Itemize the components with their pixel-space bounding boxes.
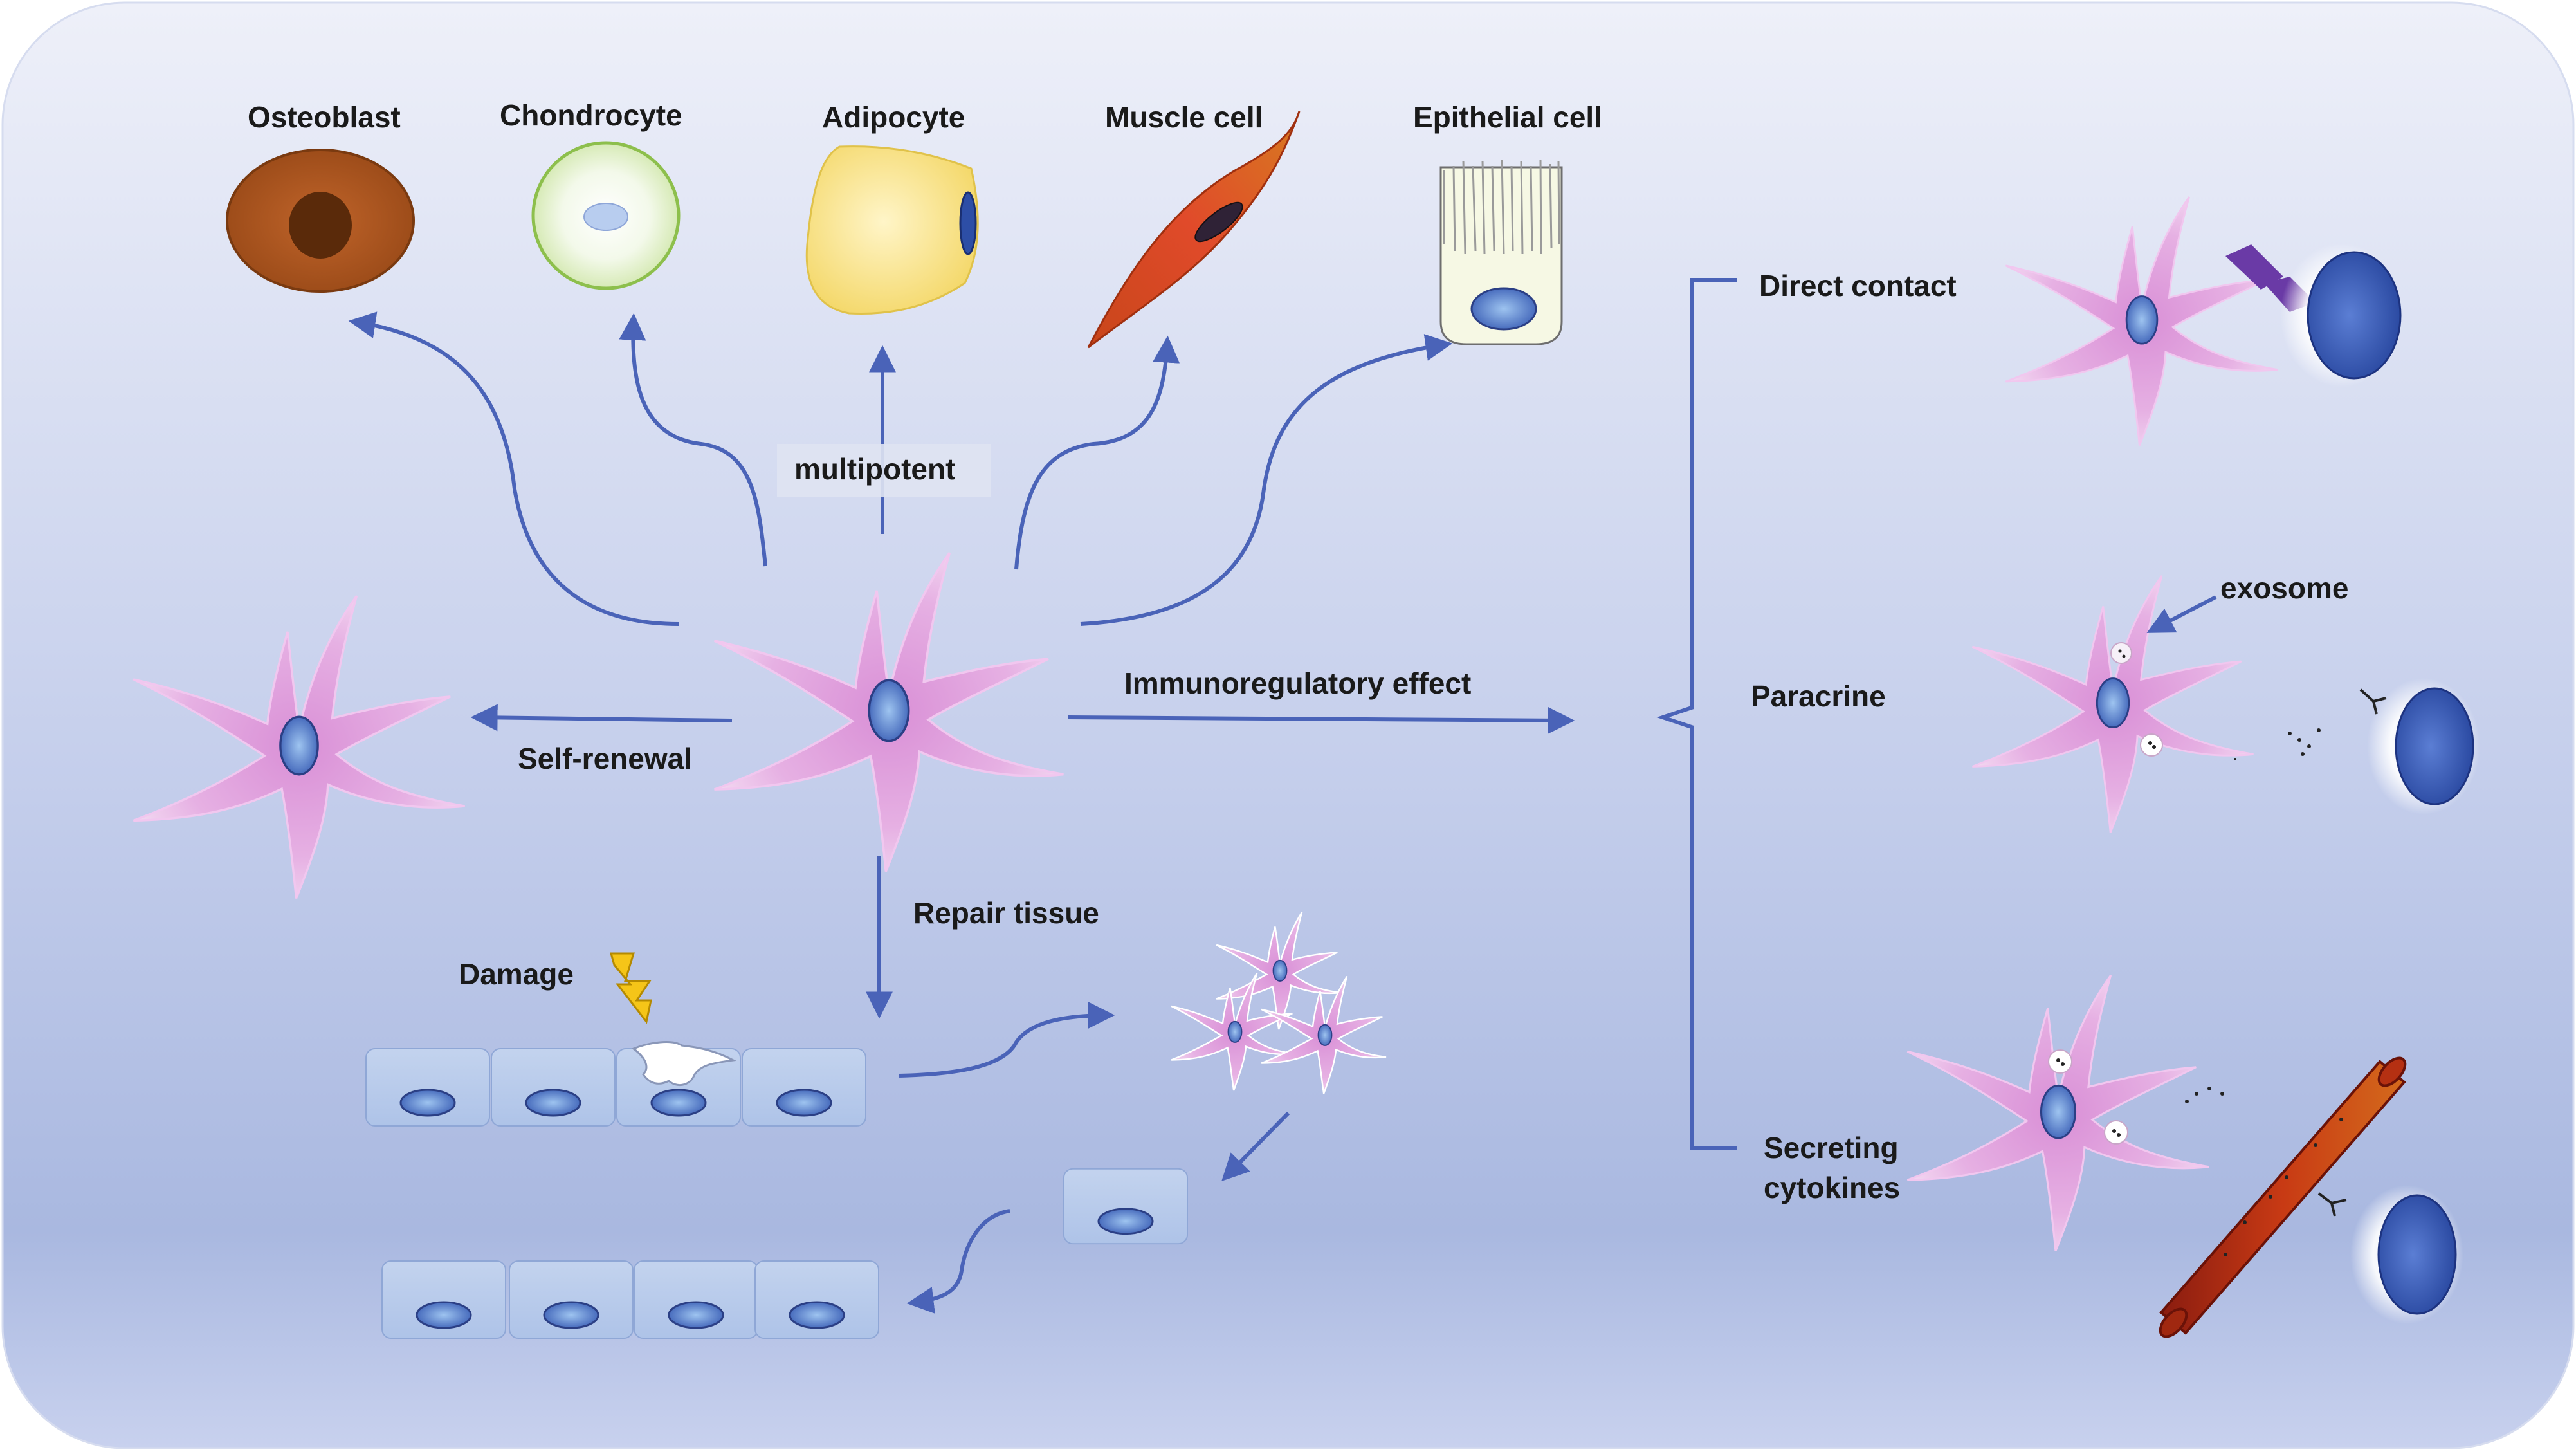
arrow-to-repaired-tissue xyxy=(906,1209,1010,1314)
muscle-cell xyxy=(1087,111,1301,349)
secreting-vesicle-1 xyxy=(2048,1049,2072,1074)
arrow-to-epithelial xyxy=(1080,334,1453,626)
antibody-icon-secreting xyxy=(2317,1192,2347,1217)
exosome-vesicle-1 xyxy=(2110,642,2132,664)
repaired-tissue-row xyxy=(381,1260,880,1339)
immune-cell-direct xyxy=(2280,243,2402,387)
arrow-to-new-cell xyxy=(1221,1111,1290,1181)
damaged-tissue-row xyxy=(365,1041,867,1127)
cytokine-particles-secreting xyxy=(2056,1058,2224,1137)
label-self-renewal: Self-renewal xyxy=(518,742,692,775)
label-immunoregulatory: Immunoregulatory effect xyxy=(1124,667,1471,700)
chondrocyte-cell xyxy=(531,141,681,290)
label-epithelial-cell: Epithelial cell xyxy=(1413,100,1602,134)
secreting-vesicle-2 xyxy=(2104,1120,2128,1145)
blood-vessel xyxy=(2159,1056,2407,1338)
arrow-to-osteoblast xyxy=(348,311,679,626)
osteoblast-cell xyxy=(226,149,415,293)
immune-cell-paracrine xyxy=(2367,678,2480,814)
adipocyte-cell xyxy=(805,145,979,315)
arrow-to-muscle xyxy=(1014,335,1180,570)
label-cytokines: cytokines xyxy=(1764,1171,1900,1204)
label-secreting: Secreting xyxy=(1764,1131,1899,1164)
label-exosome: exosome xyxy=(2220,571,2348,605)
label-muscle-cell: Muscle cell xyxy=(1105,100,1263,134)
arrow-to-chondrocyte xyxy=(619,313,767,567)
label-damage: Damage xyxy=(459,957,574,991)
arrow-immunoregulatory xyxy=(1067,706,1575,734)
arrow-self-renewal xyxy=(470,704,733,732)
damaged-cell-shape xyxy=(631,1041,736,1087)
label-direct-contact: Direct contact xyxy=(1759,269,1957,302)
contact-arrow-shape-1 xyxy=(2225,244,2283,290)
vesicle-dots xyxy=(2118,649,2156,749)
label-multipotent: multipotent xyxy=(794,452,955,486)
mechanism-bracket xyxy=(1656,278,1737,1150)
label-paracrine: Paracrine xyxy=(1751,679,1886,713)
multipotent-label-box xyxy=(777,444,991,497)
new-tissue-cell xyxy=(1063,1168,1189,1245)
arrow-to-msc-cluster xyxy=(899,1002,1115,1078)
exosome-pointer-arrow xyxy=(2146,595,2217,633)
cytokine-particles-paracrine xyxy=(2234,728,2321,760)
label-osteoblast: Osteoblast xyxy=(248,100,401,134)
differentiation-arrows xyxy=(348,311,1575,1019)
label-adipocyte: Adipocyte xyxy=(822,100,965,134)
epithelial-cell xyxy=(1439,159,1563,345)
immune-cell-secreting xyxy=(2350,1185,2463,1324)
exosome-vesicle-2 xyxy=(2140,733,2163,757)
label-repair-tissue: Repair tissue xyxy=(913,896,1099,930)
label-chondrocyte: Chondrocyte xyxy=(500,98,682,132)
lightning-icon xyxy=(610,952,652,1024)
